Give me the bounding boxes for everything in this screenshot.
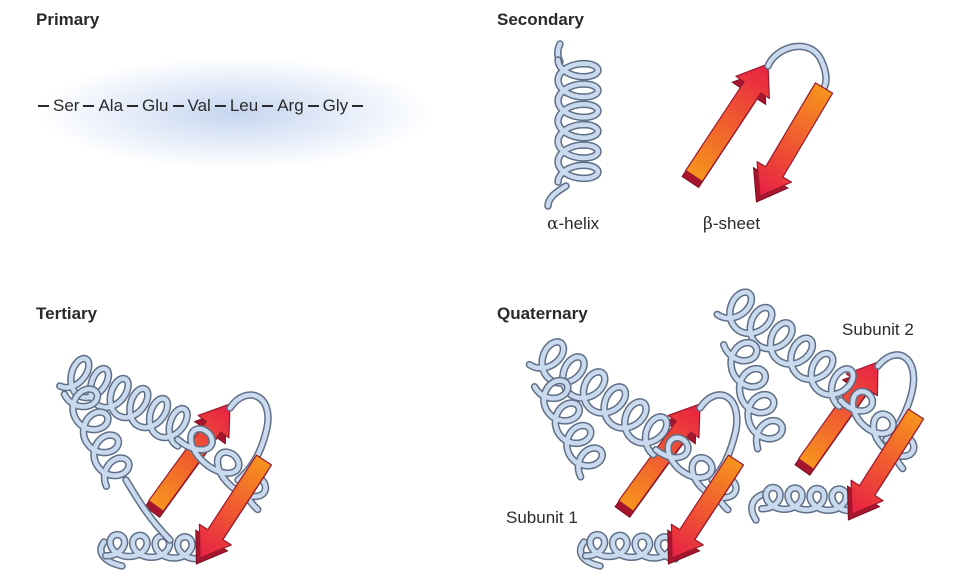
subunit1-left-helix xyxy=(532,378,605,480)
alpha-helix-label: α-helix xyxy=(547,214,599,234)
alpha-helix-text: -helix xyxy=(558,214,600,233)
beta-strand-up xyxy=(685,63,770,183)
subunit-2-label: Subunit 2 xyxy=(842,320,914,339)
peptide-bond xyxy=(83,105,95,107)
peptide-bond xyxy=(307,105,319,107)
tertiary-left-helix xyxy=(62,386,132,489)
beta-symbol: β xyxy=(703,214,713,234)
subunit2-strand-down xyxy=(850,408,925,515)
primary-heading: Primary xyxy=(36,10,100,29)
residue-glu: Glu xyxy=(142,96,169,115)
helix-tail xyxy=(545,183,569,209)
beta-sheet-label: β-sheet xyxy=(703,214,760,234)
subunit2-left-helix xyxy=(721,340,785,451)
residue-leu: Leu xyxy=(229,96,259,115)
peptide-bond xyxy=(214,105,226,107)
subunit1-strand-down xyxy=(670,454,745,559)
residue-ala: Ala xyxy=(98,96,124,115)
beta-strand-down xyxy=(756,82,834,197)
quaternary-heading: Quaternary xyxy=(497,304,588,323)
helix-coil xyxy=(555,57,601,185)
residue-val: Val xyxy=(187,96,211,115)
subunit2-tail xyxy=(749,491,767,523)
beta-turn-loop xyxy=(765,44,829,91)
alpha-symbol: α xyxy=(547,214,559,234)
secondary-heading: Secondary xyxy=(497,10,584,29)
primary-glow xyxy=(40,58,430,168)
subunit2-upper-helix xyxy=(714,289,856,409)
peptide-bond xyxy=(38,105,49,107)
peptide-bond xyxy=(172,105,184,107)
peptide-bond xyxy=(127,105,139,107)
subunit1-upper-helix xyxy=(527,339,670,457)
subunit-1-label: Subunit 1 xyxy=(506,508,578,527)
subunit2-inner-helix xyxy=(838,389,917,471)
residue-ser: Ser xyxy=(53,96,80,115)
tertiary-strand-down xyxy=(198,454,273,559)
residue-arg: Arg xyxy=(277,96,304,115)
subunit2-bottom-helix xyxy=(759,485,853,514)
peptide-bond xyxy=(352,105,364,107)
beta-sheet-text: -sheet xyxy=(712,214,761,233)
tertiary-heading: Tertiary xyxy=(36,304,98,323)
residue-gly: Gly xyxy=(322,96,349,115)
tertiary-bottom-helix xyxy=(103,532,198,562)
subunit1-strand-up xyxy=(618,403,701,512)
peptide-bond xyxy=(262,105,274,107)
amino-acid-sequence: Ser Ala Glu Val Leu Arg Gly xyxy=(34,96,367,116)
tertiary-connector xyxy=(123,477,173,543)
